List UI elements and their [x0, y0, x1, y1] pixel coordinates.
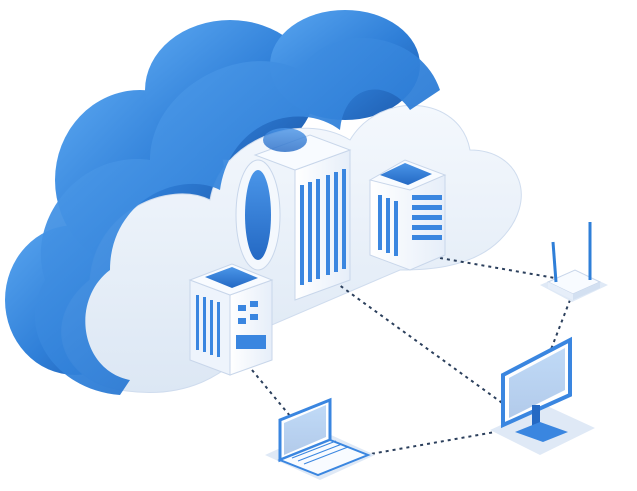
- server-rack-icon: [188, 263, 274, 376]
- server-rack-icon: [253, 128, 352, 301]
- laptop-icon: [265, 397, 375, 480]
- server-rack-icon: [235, 159, 281, 271]
- desktop-monitor-icon: [490, 336, 595, 455]
- wifi-router-icon: [540, 222, 608, 302]
- server-rack-icon: [368, 159, 447, 271]
